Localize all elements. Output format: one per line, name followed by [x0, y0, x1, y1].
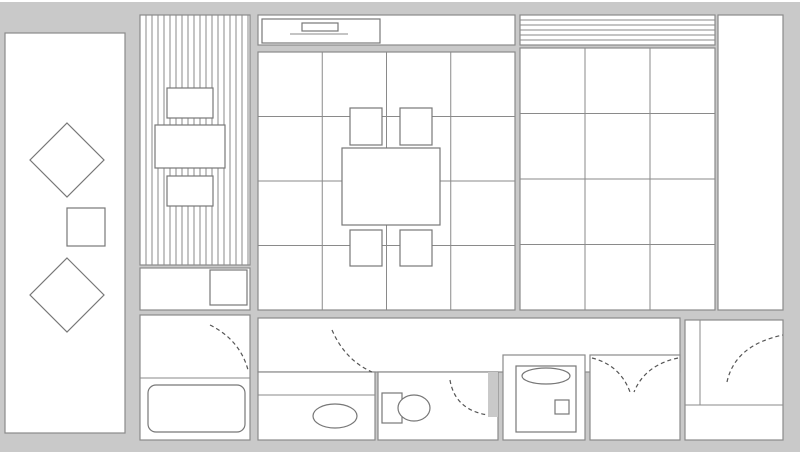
slatted-strip-right: [519, 14, 716, 46]
balcony-furniture: [29, 122, 106, 333]
bathtub: [147, 384, 246, 433]
engawa-strip: [139, 14, 251, 266]
dining-table: [341, 147, 441, 226]
closet-right: [717, 14, 784, 311]
sink: [312, 403, 358, 429]
bathroom: [139, 314, 251, 441]
chair: [349, 107, 383, 146]
tatami-room-2: [519, 47, 716, 311]
chair: [399, 107, 433, 146]
toilet-room: [377, 371, 499, 441]
closet-bottom: [589, 354, 681, 441]
dining-set: [341, 107, 441, 267]
entrance: [684, 319, 784, 441]
tokonoma: [257, 14, 516, 46]
balcony: [4, 32, 126, 434]
chair: [399, 229, 433, 267]
storage-box: [209, 269, 248, 306]
washroom: [257, 329, 376, 441]
chair: [349, 229, 383, 267]
laundry: [502, 354, 586, 441]
toilet: [397, 394, 431, 422]
